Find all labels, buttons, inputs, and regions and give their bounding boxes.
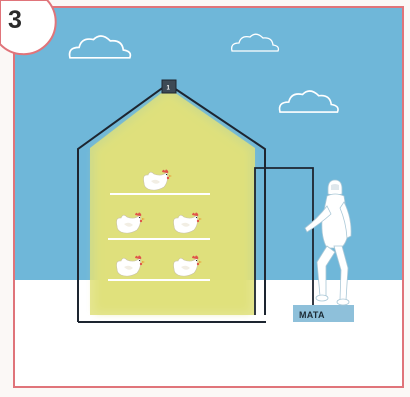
step-number: 3	[8, 6, 22, 34]
sensor-box-icon: 1	[162, 80, 176, 93]
mat-label: MATA	[299, 310, 325, 320]
